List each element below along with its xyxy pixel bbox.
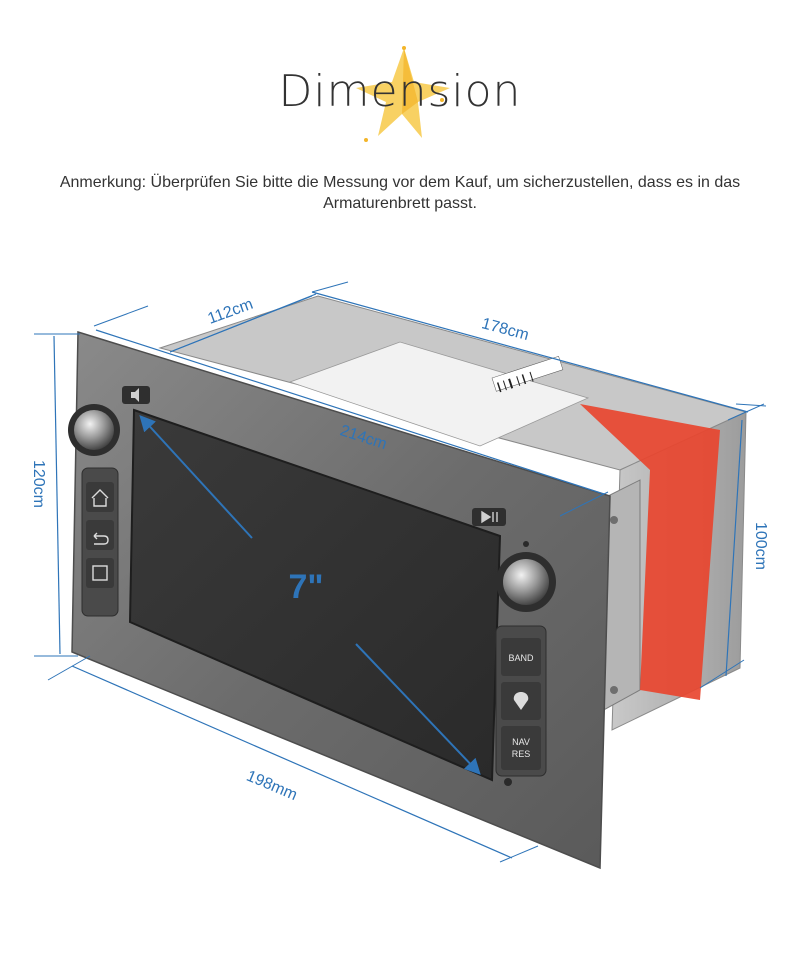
warranty-sticker <box>580 404 720 700</box>
display-screen <box>128 408 502 782</box>
barcode-label <box>491 356 564 393</box>
nav-res-button[interactable]: NAV RES <box>501 726 541 770</box>
volume-knob[interactable] <box>68 404 120 456</box>
star-decoration-icon <box>356 46 450 142</box>
back-height-label: 100cm <box>752 522 769 570</box>
home-button[interactable] <box>86 482 114 512</box>
right-button-panel: BAND NAV RES <box>495 625 547 777</box>
back-icon <box>93 532 109 545</box>
screen-diagonal-arrow-upper <box>139 415 253 539</box>
tune-knob[interactable] <box>496 552 556 612</box>
nav-button-label: NAV <box>512 737 530 747</box>
front-width-label: 198mm <box>244 768 300 804</box>
measurement-note: Anmerkung: Überprüfen Sie bitte die Mess… <box>59 174 741 212</box>
page-title: Dimension <box>278 66 522 117</box>
screen-size-label: 7" <box>288 568 323 606</box>
band-button[interactable]: BAND <box>501 638 541 676</box>
home-icon <box>91 489 109 507</box>
band-button-label: BAND <box>508 653 534 663</box>
screen-diagonal-arrow-lower <box>355 643 481 775</box>
map-pin-icon <box>513 692 529 710</box>
menu-button[interactable] <box>86 558 114 588</box>
mic-hole <box>504 778 512 786</box>
reset-hole <box>523 541 529 547</box>
left-button-panel <box>81 467 119 617</box>
chassis-body <box>158 295 748 731</box>
back-height-dimension: 100cm <box>699 403 769 689</box>
res-button-label: RES <box>512 749 531 759</box>
front-height-label: 120cm <box>30 460 47 508</box>
speaker-icon <box>131 388 139 402</box>
play-pause-button[interactable] <box>472 508 506 526</box>
front-height-dimension: 120cm <box>30 333 80 657</box>
front-bezel <box>71 330 611 870</box>
navigation-button[interactable] <box>501 682 541 720</box>
menu-icon <box>92 565 108 581</box>
mute-button[interactable] <box>122 386 150 404</box>
play-pause-icon <box>481 510 498 524</box>
back-button[interactable] <box>86 520 114 550</box>
